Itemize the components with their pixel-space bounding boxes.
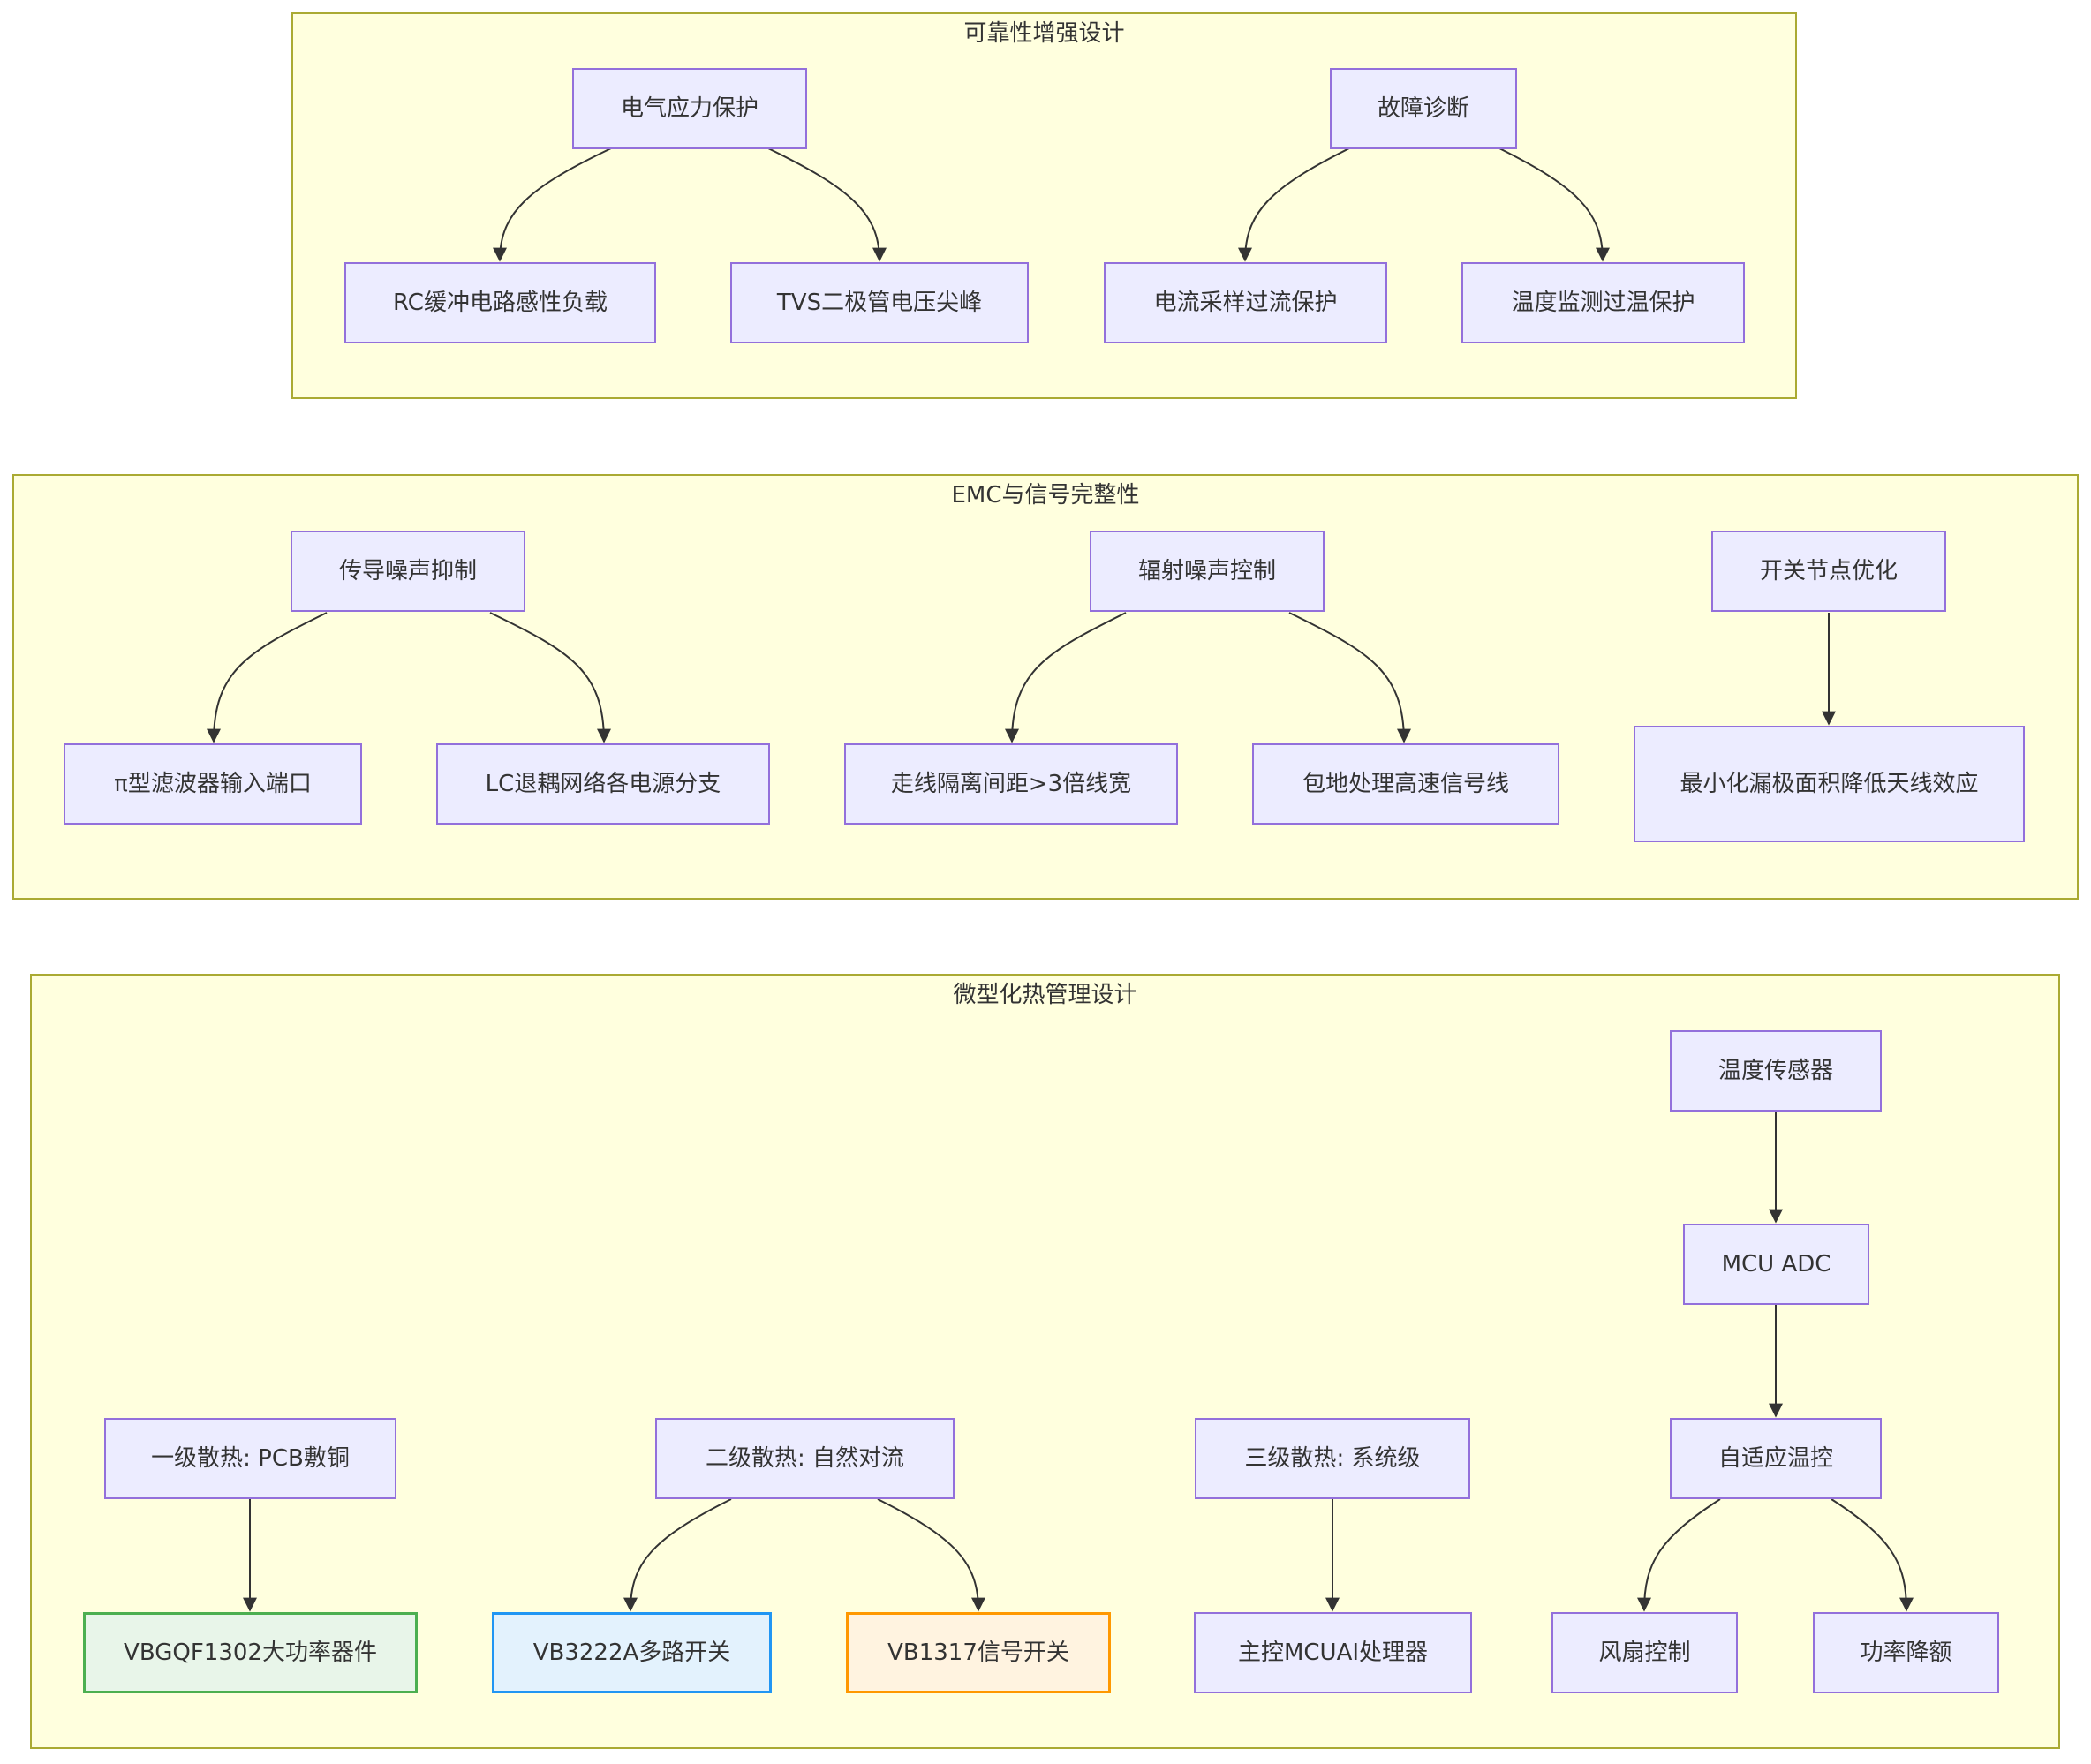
node-current-sampling[interactable]: 电流采样过流保护 <box>1104 262 1387 343</box>
node-adaptive-temp-control[interactable]: 自适应温控 <box>1670 1418 1882 1499</box>
node-minimize-loop-area[interactable]: 最小化漏极面积降低天线效应 <box>1634 726 2025 842</box>
node-main-mcu-ai[interactable]: 主控MCUAI处理器 <box>1194 1612 1472 1693</box>
node-level3-cooling[interactable]: 三级散热: 系统级 <box>1195 1418 1470 1499</box>
node-temperature-monitoring[interactable]: 温度监测过温保护 <box>1461 262 1745 343</box>
node-mcu-adc[interactable]: MCU ADC <box>1683 1224 1869 1305</box>
node-level2-cooling[interactable]: 二级散热: 自然对流 <box>655 1418 955 1499</box>
node-vb1317[interactable]: VB1317信号开关 <box>846 1612 1111 1693</box>
node-pi-filter[interactable]: π型滤波器输入端口 <box>64 743 362 825</box>
node-level1-cooling[interactable]: 一级散热: PCB敷铜 <box>104 1418 396 1499</box>
node-switch-node-optimization[interactable]: 开关节点优化 <box>1711 531 1946 612</box>
node-vbgqf1302[interactable]: VBGQF1302大功率器件 <box>83 1612 418 1693</box>
node-lc-decoupling[interactable]: LC退耦网络各电源分支 <box>436 743 770 825</box>
node-radiated-noise[interactable]: 辐射噪声控制 <box>1090 531 1325 612</box>
node-conducted-noise[interactable]: 传导噪声抑制 <box>291 531 525 612</box>
node-power-derating[interactable]: 功率降额 <box>1813 1612 1999 1693</box>
node-rc-snubber[interactable]: RC缓冲电路感性负载 <box>344 262 656 343</box>
node-routing-isolation[interactable]: 走线隔离间距>3倍线宽 <box>844 743 1178 825</box>
node-tvs-diode[interactable]: TVS二极管电压尖峰 <box>730 262 1029 343</box>
cluster-title-emc: EMC与信号完整性 <box>951 482 1140 509</box>
node-fault-diagnosis[interactable]: 故障诊断 <box>1330 68 1517 149</box>
node-ground-shielding[interactable]: 包地处理高速信号线 <box>1252 743 1559 825</box>
cluster-title-reliability: 可靠性增强设计 <box>963 20 1125 47</box>
node-temperature-sensor[interactable]: 温度传感器 <box>1670 1030 1882 1112</box>
node-vb3222a[interactable]: VB3222A多路开关 <box>492 1612 772 1693</box>
cluster-title-thermal: 微型化热管理设计 <box>953 982 1137 1008</box>
node-fan-control[interactable]: 风扇控制 <box>1551 1612 1738 1693</box>
node-electrical-stress-protection[interactable]: 电气应力保护 <box>572 68 807 149</box>
